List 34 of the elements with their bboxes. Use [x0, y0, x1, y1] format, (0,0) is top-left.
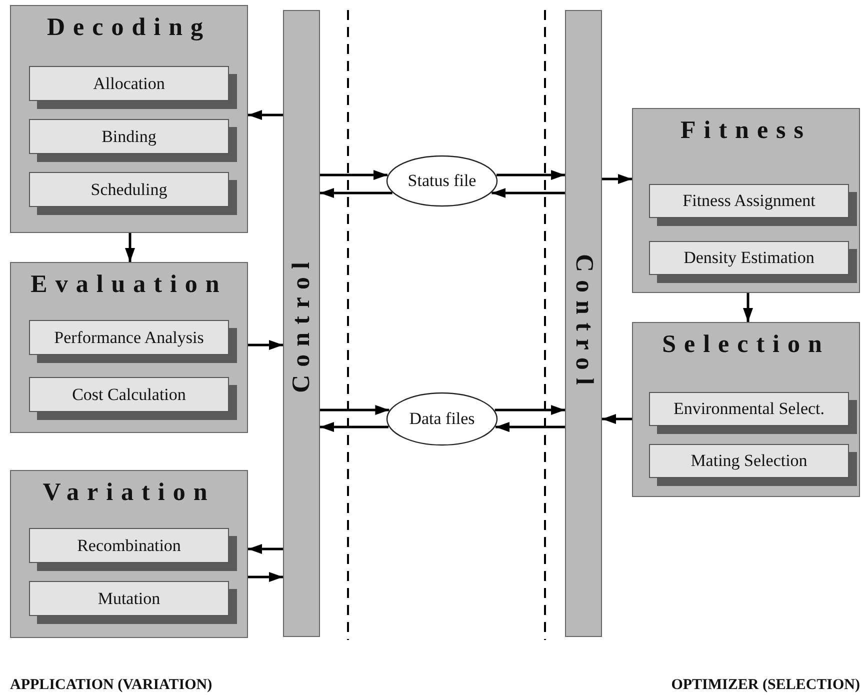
arrow: [320, 188, 392, 198]
file-ellipse: Status file: [386, 155, 498, 207]
panel-heading: Selection: [661, 331, 831, 359]
group-panel: [632, 108, 860, 293]
control-label: Control: [570, 254, 598, 393]
group-panel: [632, 322, 860, 497]
arrow: [248, 110, 283, 120]
arrow: [494, 405, 565, 415]
control-label: Control: [288, 254, 316, 393]
panel-heading: Variation: [42, 479, 216, 507]
arrow: [125, 233, 135, 262]
control-bar: [565, 10, 602, 637]
arrow: [602, 174, 632, 184]
group-panel: [10, 5, 248, 233]
arrow: [248, 544, 283, 554]
panel-heading: Decoding: [46, 14, 212, 42]
arrow: [495, 422, 565, 432]
section-caption: OPTIMIZER (SELECTION): [671, 677, 860, 694]
panel-heading: Evaluation: [30, 271, 228, 299]
arrow: [320, 170, 388, 180]
control-bar: [283, 10, 320, 637]
panel-heading: Fitness: [680, 117, 812, 145]
arrow: [743, 293, 753, 322]
arrow: [248, 572, 283, 582]
group-panel: [10, 470, 248, 638]
arrow: [492, 188, 565, 198]
arrow: [248, 340, 283, 350]
arrow: [320, 422, 389, 432]
group-panel: [10, 262, 248, 433]
arrow: [602, 414, 632, 424]
arrow: [496, 170, 565, 180]
arrow: [320, 405, 390, 415]
file-ellipse: Data files: [386, 392, 498, 446]
section-caption: APPLICATION (VARIATION): [10, 677, 212, 694]
